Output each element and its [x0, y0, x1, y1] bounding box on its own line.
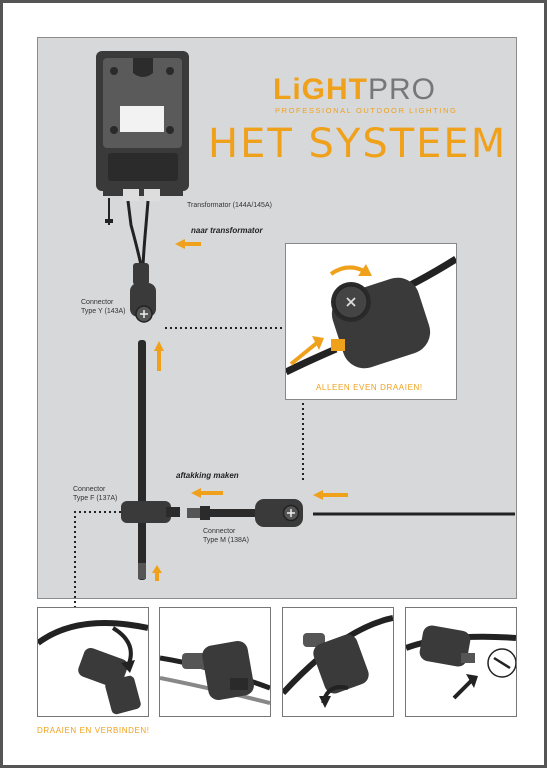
label-connector-m: Connector Type M (138A) — [203, 528, 249, 544]
leader-line-steps — [74, 511, 121, 625]
label-transformator: Transformator (144A/145A) — [187, 202, 272, 209]
arrow-icon — [289, 340, 320, 366]
caption-draaien-en-verbinden: DRAAIEN EN VERBINDEN! — [37, 726, 150, 735]
main-cable — [138, 340, 146, 580]
page-title: HET SYSTEEM — [208, 121, 508, 167]
arrow-left-icon — [313, 490, 348, 500]
label-naar-transformator: naar transformator — [191, 226, 263, 235]
step-panel-1 — [37, 607, 149, 717]
transformer-device — [96, 51, 189, 225]
direction-arrows — [152, 239, 348, 581]
label-connector-y: Connector Type Y (143A) — [81, 299, 126, 315]
connector-f-device — [121, 501, 180, 523]
connector-y-device — [130, 263, 156, 323]
diagram-graphics — [74, 51, 515, 625]
connector-m-device — [187, 499, 303, 527]
caption-alleen-even-draaien: ALLEEN EVEN DRAAIEN! — [316, 383, 423, 392]
arrow-up-icon — [154, 341, 164, 371]
arrow-up-icon — [152, 565, 162, 581]
step-panel-3 — [282, 607, 394, 717]
arrow-left-icon — [191, 488, 223, 498]
step-panel-2 — [159, 607, 271, 717]
arrow-left-icon — [175, 239, 201, 249]
label-aftakking-maken: aftakking maken — [176, 471, 239, 480]
step-panel-4 — [405, 607, 517, 717]
detail-inset: ALLEEN EVEN DRAAIEN! — [285, 243, 457, 400]
brand-tagline: PROFESSIONAL OUTDOOR LIGHTING — [275, 106, 458, 115]
brand-logo: LiGHTPRO — [273, 73, 437, 106]
transformer-wires — [126, 200, 150, 266]
label-connector-f: Connector Type F (137A) — [73, 486, 118, 502]
